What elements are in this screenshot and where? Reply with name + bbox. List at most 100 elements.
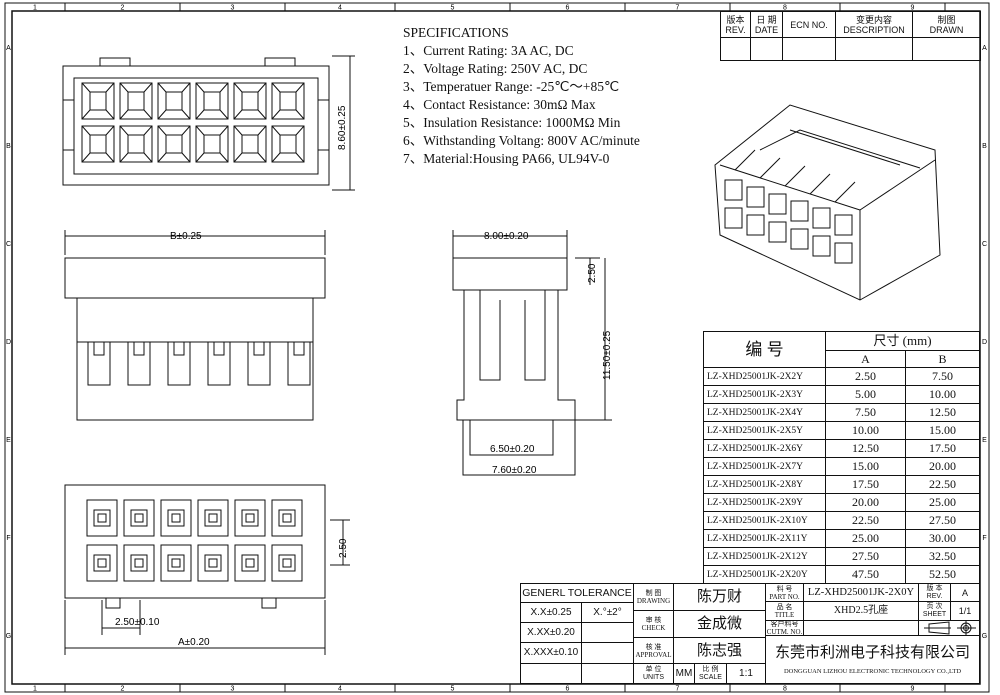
spec-item: 1、Current Rating: 3A AC, DC <box>403 43 574 58</box>
table-cell-b: 7.50 <box>905 367 980 386</box>
dim-side-inner: 6.50±0.20 <box>490 444 535 455</box>
row-label: A <box>982 45 987 52</box>
revision-cell <box>782 37 836 61</box>
table-cell-a: 17.50 <box>825 475 906 494</box>
table-cell-b: 32.50 <box>905 547 980 566</box>
part-number: LZ-XHD25001JK-2X0Y <box>803 583 919 602</box>
iso-cavity <box>724 207 743 229</box>
drawing-label-cn: 制 图 <box>645 589 662 597</box>
scale-value: 1:1 <box>726 663 766 684</box>
bottom-pin <box>282 513 292 523</box>
table-cell-b: 12.50 <box>905 403 980 422</box>
units-value: MM <box>673 663 695 684</box>
iso-cavity <box>834 214 853 236</box>
pin-hole <box>203 91 221 111</box>
pin-hole <box>89 91 107 111</box>
rev-label-en: REV. <box>926 592 943 600</box>
bottom-pin <box>171 513 181 523</box>
column-label: 4 <box>338 686 342 693</box>
bottom-cavity <box>197 544 229 582</box>
pin-cavity <box>195 82 229 120</box>
row-label: A <box>6 45 11 52</box>
isometric-view <box>714 104 941 301</box>
column-label: 8 <box>783 5 787 12</box>
column-label: 3 <box>231 5 235 12</box>
bottom-pin <box>245 513 255 523</box>
table-cell-part: LZ-XHD25001JK-2X5Y <box>703 421 826 440</box>
table-cell-b: 10.00 <box>905 385 980 404</box>
row-label: B <box>982 143 987 150</box>
pin-hole <box>279 134 297 154</box>
empty-cell <box>581 622 634 643</box>
revision-header-en: REV. <box>725 24 746 35</box>
frame-ticks <box>64 3 946 692</box>
rev-value: A <box>950 583 980 602</box>
dim-side-top: 2.50 <box>587 263 598 283</box>
spec-title: SPECIFICATIONS <box>403 25 509 40</box>
table-cell-a: 15.00 <box>825 457 906 476</box>
table-cell-a: 47.50 <box>825 565 906 584</box>
column-label: 3 <box>231 686 235 693</box>
pin-hole <box>89 134 107 154</box>
tolerance-2: X.XX±0.20 <box>520 622 582 643</box>
table-cell-part: LZ-XHD25001JK-2X2Y <box>703 367 826 386</box>
bottom-cavity <box>197 499 229 537</box>
iso-cavity <box>790 228 809 250</box>
title-label-cn: 品 名 <box>776 603 793 611</box>
table-cell-b: 30.00 <box>905 529 980 548</box>
table-cell-b: 17.50 <box>905 439 980 458</box>
projection-symbol-icon <box>918 620 980 636</box>
company-name-cn: 东莞市利洲电子科技有限公司 <box>774 644 970 661</box>
spec-item: 7、Material:Housing PA66, UL94V-0 <box>403 151 610 166</box>
part-label-cn: 料 号 <box>776 584 793 593</box>
column-label: 8 <box>783 686 787 693</box>
bottom-pin <box>134 513 144 523</box>
table-cell-a: 22.50 <box>825 511 906 530</box>
pin-hole <box>241 134 259 154</box>
table-cell-b: 27.50 <box>905 511 980 530</box>
row-label: C <box>982 241 987 248</box>
bottom-hole <box>167 509 185 527</box>
table-header-size: 尺寸 (mm) <box>825 331 980 351</box>
customer-label-en: CUTM. NO. <box>766 628 803 636</box>
table-cell-a: 2.50 <box>825 367 906 386</box>
pin-cavity <box>233 125 267 163</box>
cavity-edge <box>233 125 267 163</box>
company-block: 东莞市利洲电子科技有限公司 DONGGUAN LIZHOU ELECTRONIC… <box>765 635 980 684</box>
revision-header-en: DRAWN <box>929 24 964 35</box>
dim-side-height: 11.50±0.25 <box>602 330 613 380</box>
table-cell-part: LZ-XHD25001JK-2X6Y <box>703 439 826 458</box>
revision-cell <box>720 37 751 61</box>
revision-header-cn: 版本 <box>726 14 745 25</box>
row-label: C <box>6 241 11 248</box>
row-label: F <box>982 535 986 542</box>
table-header-part: 编 号 <box>703 331 826 368</box>
bottom-hole <box>130 509 148 527</box>
dim-height-top: 8.60±0.25 <box>337 105 348 150</box>
bottom-cavity <box>271 544 303 582</box>
company-name-en: DONGGUAN LIZHOU ELECTRONIC TECHNOLOGY CO… <box>783 667 962 675</box>
terminal-slot <box>247 341 271 386</box>
revision-header-en: DESCRIPTION <box>843 24 905 35</box>
iso-cavity <box>768 193 787 215</box>
bottom-view <box>64 484 350 655</box>
inner-frame <box>11 10 981 685</box>
pin-hole <box>279 91 297 111</box>
pin-cavity <box>157 125 191 163</box>
cavity-edge <box>157 82 191 120</box>
cavity-edge <box>119 125 153 163</box>
column-label: 1 <box>33 686 37 693</box>
row-label: D <box>982 339 987 346</box>
column-label: 1 <box>33 5 37 12</box>
column-label: 4 <box>338 5 342 12</box>
bottom-hole <box>278 554 296 572</box>
